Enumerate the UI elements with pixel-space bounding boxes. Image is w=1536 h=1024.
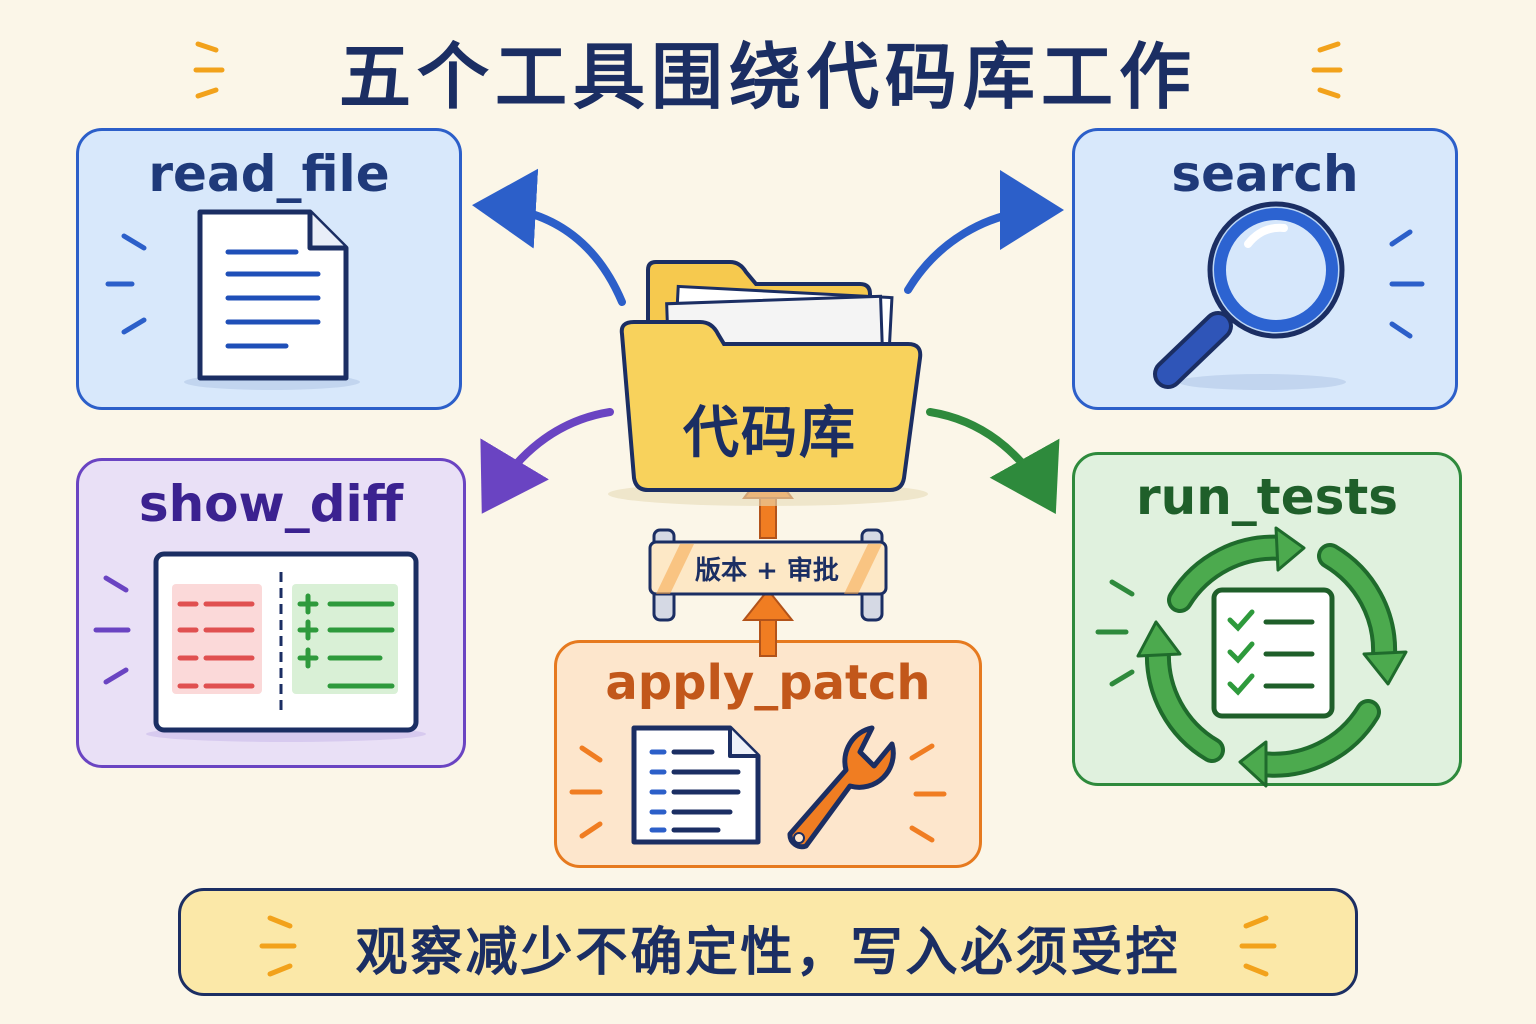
- arrow-to-run-tests: [926, 408, 1060, 514]
- apply-patch-label: apply_patch: [605, 655, 931, 711]
- gate-label: 版本 + 审批: [695, 556, 839, 586]
- arrow-to-show-diff: [480, 408, 614, 514]
- title-sparkle-right-icon: [1311, 41, 1343, 99]
- run-tests-label: run_tests: [1135, 468, 1399, 526]
- arrow-patch-to-gate-icon: [741, 588, 795, 657]
- footer-sparkle-right-icon: [1239, 915, 1277, 977]
- apply-patch-card[interactable]: [554, 640, 982, 868]
- search-label: search: [1171, 145, 1359, 203]
- footer-sparkle-left-icon: [259, 915, 297, 977]
- test-cycle-icon: [1095, 526, 1408, 788]
- read-file-label: read_file: [148, 145, 390, 203]
- title-sparkle-left-icon: [193, 41, 225, 99]
- magnifier-icon: [1153, 201, 1425, 390]
- arrow-to-search: [904, 170, 1064, 294]
- wrench-icon: [569, 725, 947, 850]
- show-diff-label: show_diff: [138, 475, 404, 533]
- barrier-icon: [648, 528, 888, 622]
- arrow-to-read-file: [472, 168, 626, 306]
- document-icon: [105, 209, 360, 390]
- diagram-title: 五个工具围绕代码库工作: [338, 35, 1197, 119]
- footer-banner: [178, 888, 1358, 996]
- footer-text: 观察减少不确定性，写入必须受控: [355, 923, 1181, 983]
- folder-icon: [608, 260, 928, 506]
- codebase-label: 代码库: [683, 401, 857, 466]
- diff-icon: [93, 551, 426, 742]
